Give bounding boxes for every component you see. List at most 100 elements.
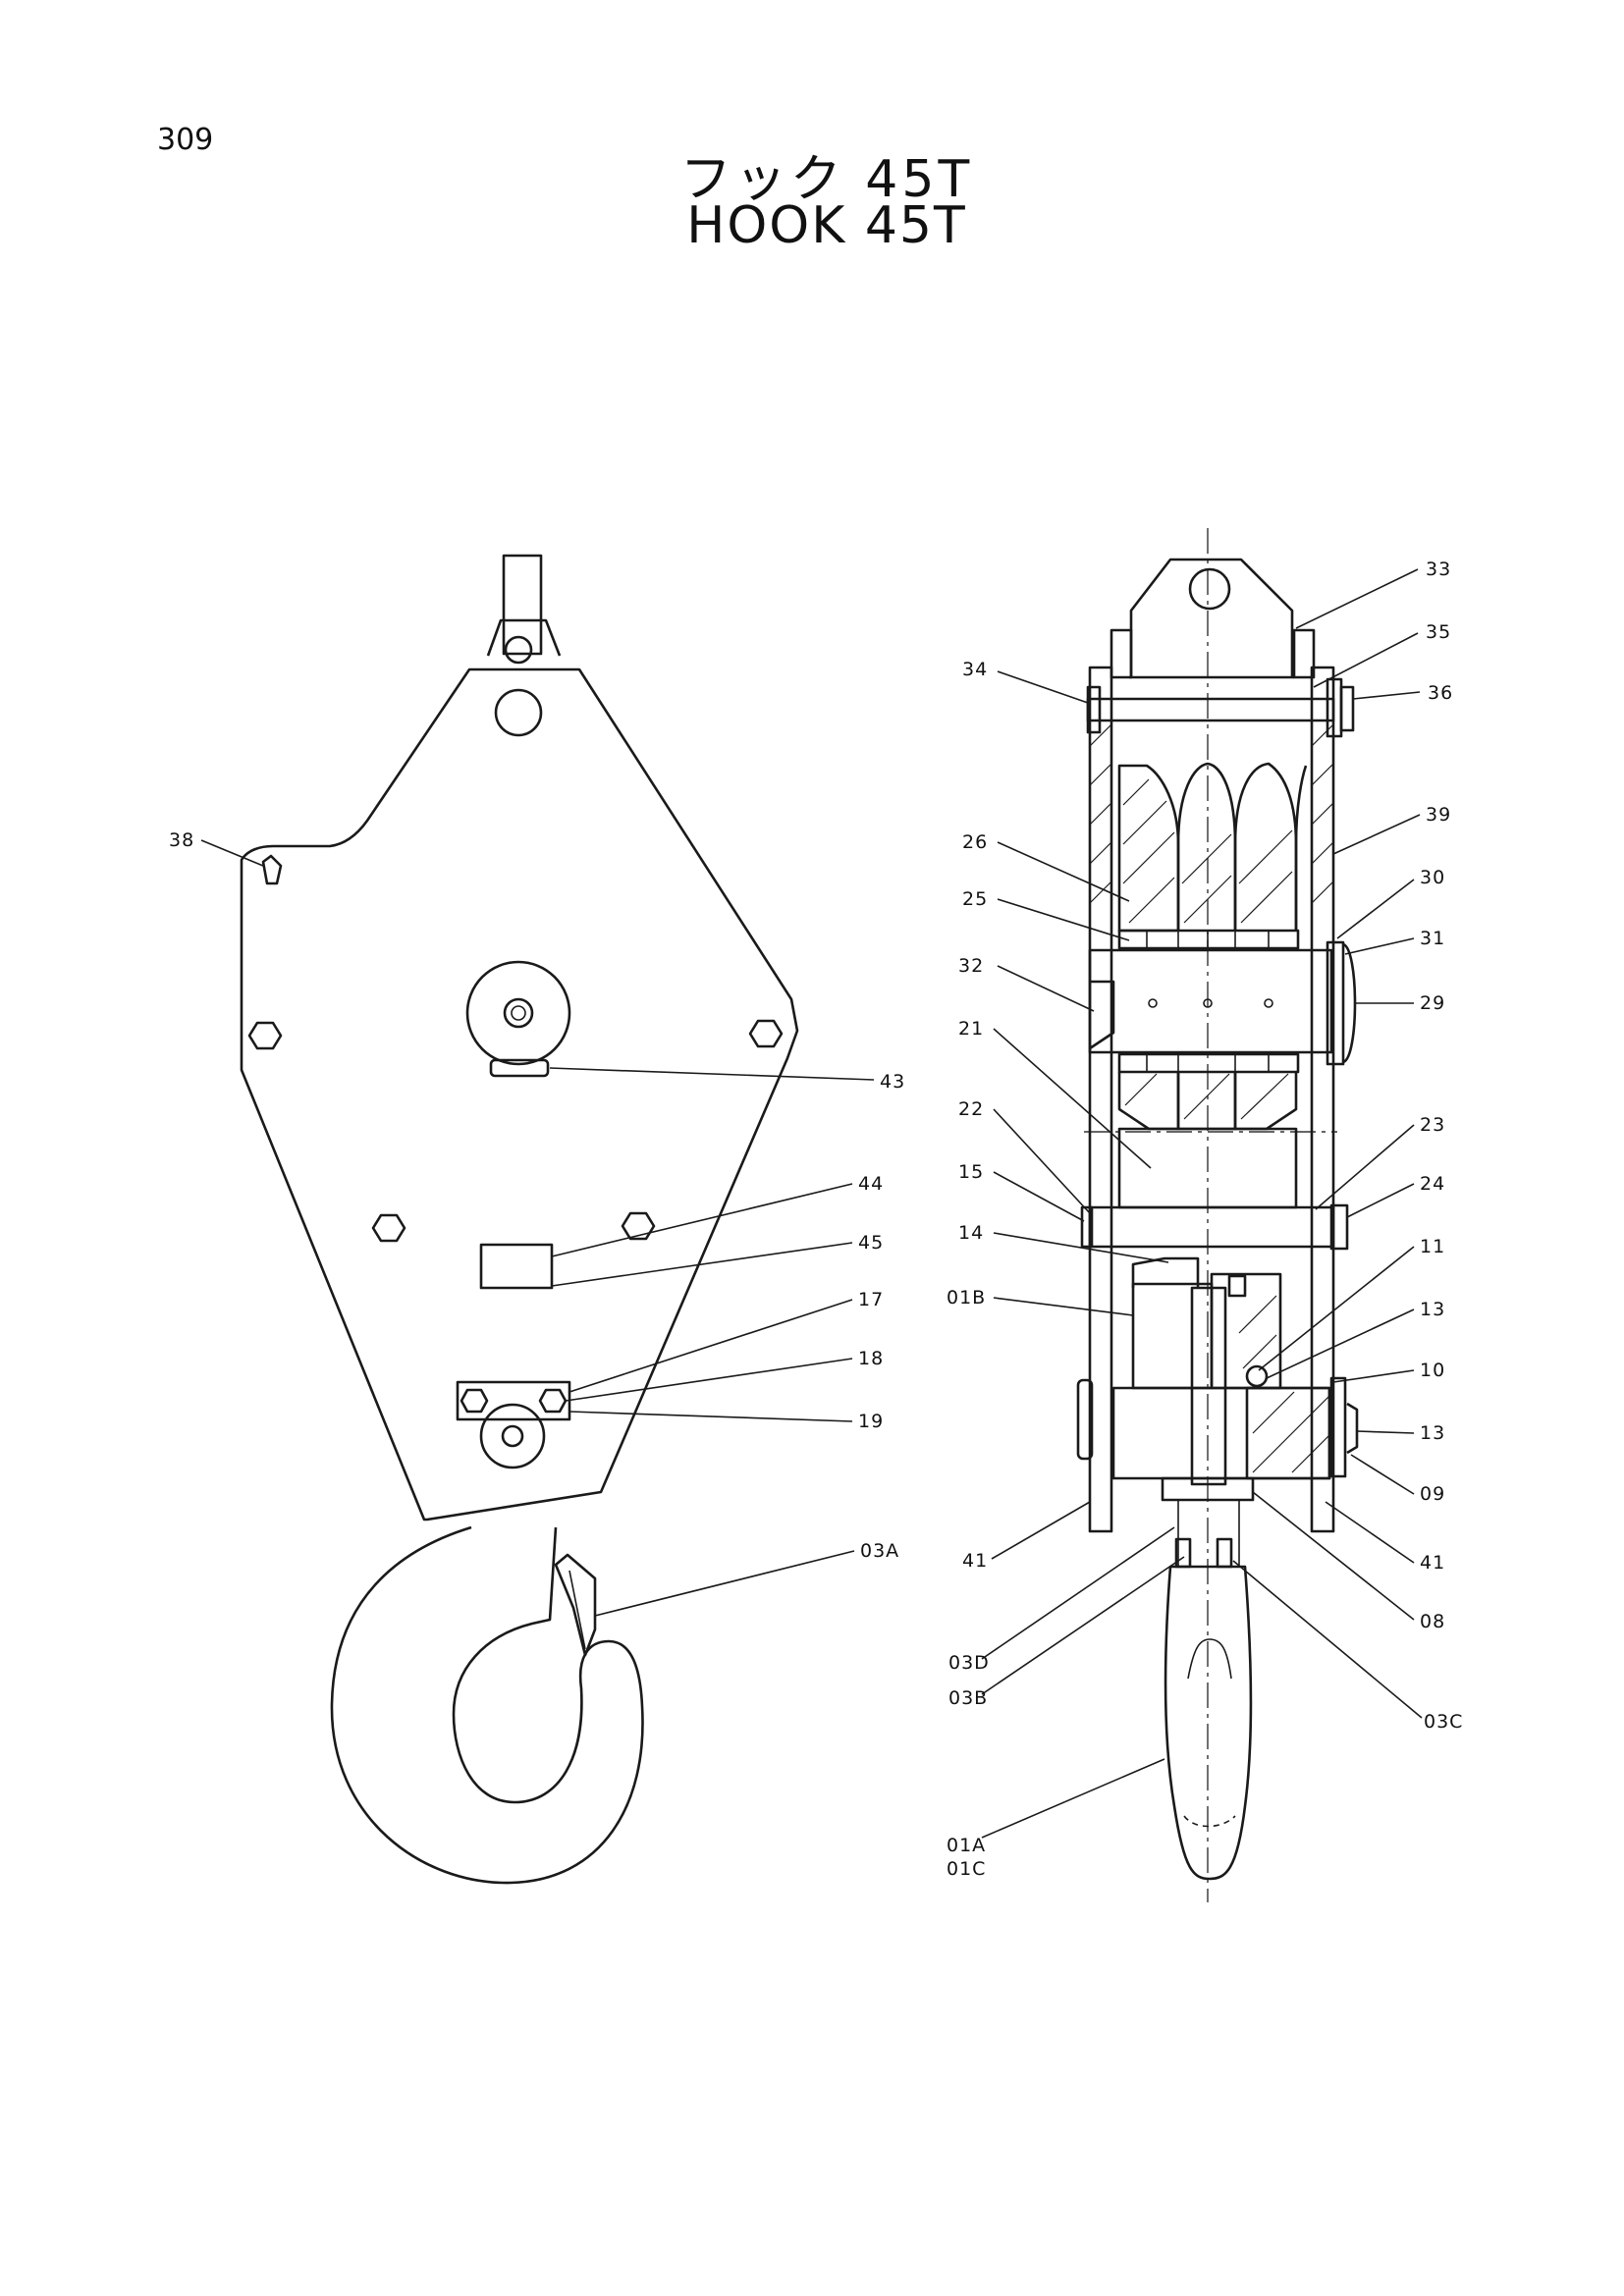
callout-45: 45	[858, 1232, 884, 1254]
sheave-left	[1117, 764, 1180, 933]
callout-labels: 38 43 44 45 17 18 19 03A 33 35 36 39 30 …	[169, 559, 1463, 1880]
callout-35: 35	[1426, 621, 1451, 643]
sheave-middle-lower	[1176, 1072, 1237, 1131]
callout-01C: 01C	[947, 1858, 986, 1880]
hook-side-profile	[1164, 1565, 1253, 1881]
top-shackle-pin	[502, 554, 543, 656]
sheave-axle-disc	[465, 960, 571, 1066]
callout-22: 22	[958, 1098, 984, 1120]
cross-pin-head	[1080, 1205, 1094, 1249]
shackle-hole	[504, 635, 533, 665]
grease-nipple-14	[1227, 1274, 1247, 1298]
right-side-plate	[1310, 666, 1335, 1533]
callout-09: 09	[1420, 1483, 1445, 1505]
callout-23: 23	[1420, 1114, 1445, 1136]
sheave-outer	[1294, 765, 1308, 931]
top-hole	[494, 688, 543, 737]
callout-26: 26	[962, 831, 988, 853]
latch-edge	[568, 1570, 586, 1650]
crosshead-end-left	[1076, 1378, 1094, 1461]
callout-39: 39	[1426, 804, 1451, 826]
top-bracket-hole	[1188, 567, 1231, 611]
top-bracket-side	[1110, 628, 1133, 679]
callout-18: 18	[858, 1348, 884, 1369]
callout-11: 11	[1420, 1236, 1445, 1257]
callout-13-upper: 13	[1420, 1299, 1445, 1320]
page-title-japanese: フック 45T	[679, 150, 974, 209]
axle-end-cap-32	[1089, 980, 1115, 1050]
callout-19: 19	[858, 1411, 884, 1432]
callout-31: 31	[1420, 928, 1445, 949]
callout-01B: 01B	[947, 1287, 986, 1308]
thrust-washer	[1161, 1476, 1255, 1502]
callout-25: 25	[962, 888, 988, 910]
name-plate	[479, 1243, 554, 1290]
callout-03B: 03B	[948, 1687, 988, 1709]
hook-nut-disc	[479, 1403, 546, 1469]
callout-15: 15	[958, 1161, 984, 1183]
top-bracket	[1129, 558, 1294, 677]
left-side-plate	[1088, 666, 1113, 1533]
callout-03D: 03D	[948, 1652, 990, 1674]
hex-bolt	[621, 1211, 656, 1241]
bearing-ball-11	[1245, 1364, 1269, 1388]
crosshead-section	[1245, 1386, 1331, 1480]
page-number: 309	[157, 123, 214, 157]
axle-nut-31	[1342, 942, 1357, 1064]
callout-17: 17	[858, 1289, 884, 1310]
sheave-left-lower	[1117, 1072, 1180, 1131]
hex-bolt-18	[460, 1388, 489, 1414]
hook-shank	[1190, 1286, 1227, 1486]
callout-24: 24	[1420, 1173, 1445, 1195]
safety-latch	[554, 1553, 597, 1657]
sheave-group	[1117, 762, 1308, 933]
sheave-axle-hub	[503, 997, 534, 1029]
sheave-right	[1233, 762, 1298, 931]
top-bracket-side	[1292, 628, 1316, 679]
upper-pin-head	[1086, 685, 1102, 734]
callout-10: 10	[1420, 1360, 1445, 1381]
hook-body	[330, 1525, 644, 1885]
crosshead	[1111, 1386, 1331, 1480]
callout-43: 43	[880, 1071, 905, 1093]
hook-tip-hidden	[1183, 1815, 1236, 1828]
hook-nut-center	[501, 1424, 524, 1448]
bearing-row-lower	[1117, 1052, 1300, 1074]
callout-01A: 01A	[947, 1835, 986, 1856]
callout-33: 33	[1426, 559, 1451, 580]
callout-32: 32	[958, 955, 984, 977]
callout-41-left: 41	[962, 1550, 988, 1572]
sheave-middle	[1176, 762, 1237, 931]
lock-plate-17	[456, 1380, 571, 1421]
callout-34: 34	[962, 659, 988, 680]
leader-lines	[200, 568, 1423, 1839]
hook-throat	[1187, 1638, 1232, 1680]
callout-30: 30	[1420, 867, 1445, 888]
hex-bolt-18	[538, 1388, 568, 1414]
callout-08: 08	[1420, 1611, 1445, 1632]
cross-pin	[1088, 1205, 1335, 1249]
callout-41-right: 41	[1420, 1552, 1445, 1574]
hex-bolt	[371, 1213, 406, 1243]
upper-pin	[1086, 697, 1335, 722]
callout-36: 36	[1428, 682, 1453, 704]
lock-plate-43	[489, 1058, 550, 1078]
cross-pin-nut	[1329, 1203, 1349, 1251]
front-view	[240, 554, 799, 1885]
key-03C	[1216, 1537, 1233, 1569]
callout-21: 21	[958, 1018, 984, 1040]
callout-13-lower: 13	[1420, 1422, 1445, 1444]
callout-03A: 03A	[860, 1540, 899, 1562]
callout-14: 14	[958, 1222, 984, 1244]
upper-pin-nut	[1339, 685, 1355, 732]
side-plate	[240, 667, 799, 1522]
sheave-axle	[1088, 948, 1333, 1054]
hex-bolt	[247, 1021, 283, 1050]
sheave-axle-center	[511, 1005, 526, 1021]
top-shackle	[486, 618, 562, 657]
axle-washer-30	[1326, 940, 1345, 1066]
callout-03C: 03C	[1424, 1711, 1463, 1733]
page-title-english: HOOK 45T	[686, 196, 967, 255]
section-view	[1076, 528, 1359, 1902]
